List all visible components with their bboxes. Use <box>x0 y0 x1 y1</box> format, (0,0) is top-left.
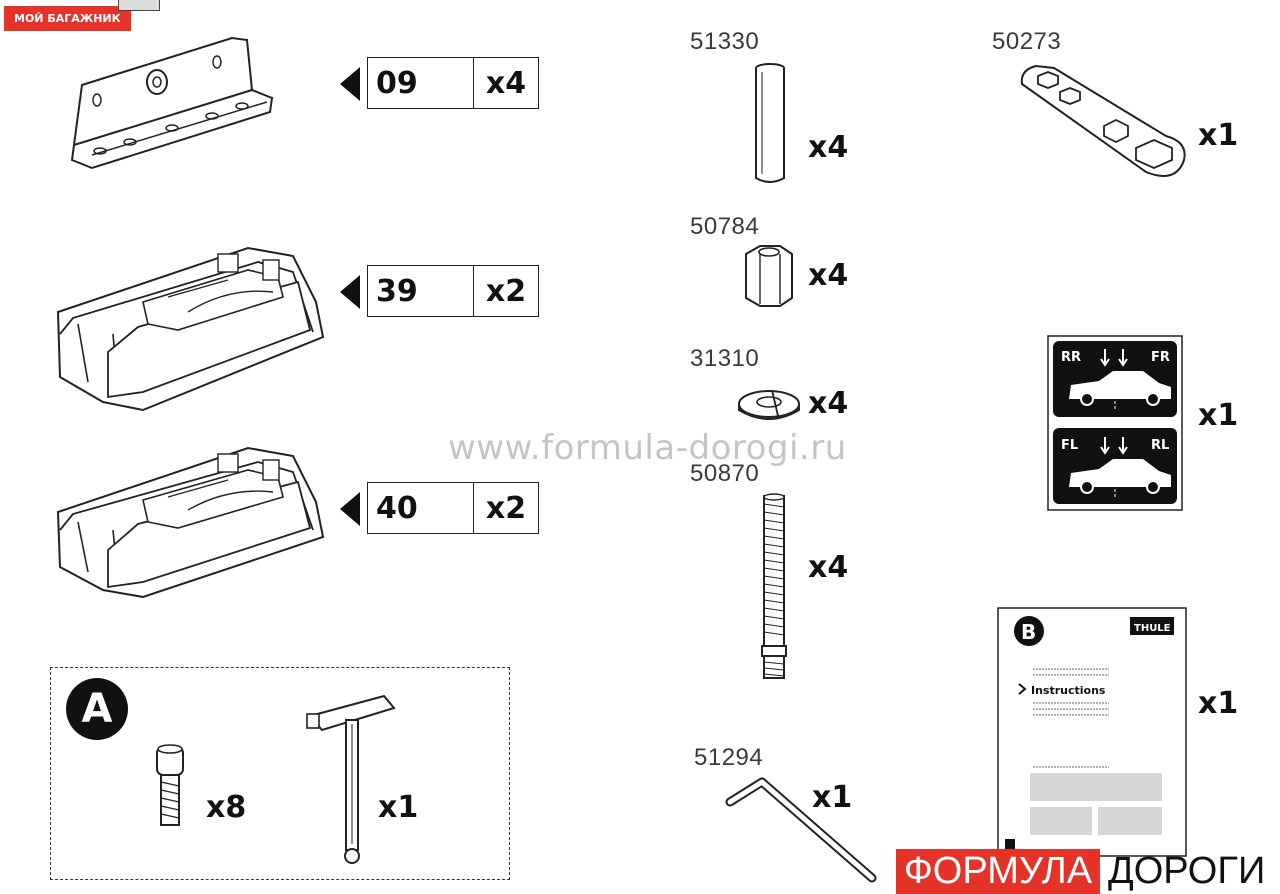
part-qty: x4 <box>808 130 849 165</box>
foot-pad-icon <box>56 246 325 412</box>
part-ref-box: 09 x4 <box>367 57 539 109</box>
part-qty: x1 <box>1198 398 1239 433</box>
socket-bolt-icon <box>156 744 184 826</box>
pointer-icon <box>340 492 360 526</box>
sticker-fr: FR <box>1151 350 1170 365</box>
part-code: 50273 <box>992 28 1062 55</box>
spacer-tube-icon <box>755 63 785 183</box>
part-ref-box: 40 x2 <box>367 482 539 534</box>
manual-title: Instructions <box>1031 684 1106 697</box>
part-code: 50870 <box>690 460 760 487</box>
instruction-manual-icon: B THULE Instructions <box>997 607 1187 857</box>
manual-letter: B <box>1021 620 1036 644</box>
part-qty: x4 <box>808 386 849 421</box>
mounting-bracket-icon <box>70 36 274 170</box>
part-code: 51330 <box>690 28 760 55</box>
wrench-plate-icon <box>1020 64 1186 177</box>
kit-a-label: A <box>66 678 128 740</box>
part-qty: x1 <box>1198 686 1239 721</box>
brand-badge: МОЙ БАГАЖНИК <box>4 6 131 31</box>
hex-nut-icon <box>745 245 793 307</box>
manual-brand: THULE <box>1134 623 1171 634</box>
part-ref-number: 40 <box>368 483 474 533</box>
part-qty: x4 <box>808 550 849 585</box>
foot-pad-icon <box>56 446 325 599</box>
part-code: 50784 <box>690 213 760 240</box>
kit-a-box <box>50 667 510 880</box>
watermark-text: www.formula-dorogi.ru <box>448 428 847 468</box>
t-hex-key-icon <box>306 694 396 864</box>
part-ref-qty: x2 <box>485 490 527 526</box>
part-ref-number: 09 <box>368 58 474 108</box>
pointer-icon <box>340 67 360 101</box>
part-ref-qty: x2 <box>485 273 527 309</box>
part-ref-box: 39 x2 <box>367 265 539 317</box>
pointer-icon <box>340 275 360 309</box>
allen-key-icon <box>725 777 877 883</box>
footer-logo-black: ДОРОГИ <box>1108 850 1266 892</box>
key-qty: x1 <box>378 790 419 825</box>
sticker-rr: RR <box>1061 350 1081 365</box>
part-qty: x1 <box>1198 118 1239 153</box>
sticker-rl: RL <box>1151 438 1169 453</box>
position-sticker-icon: RR FR FL RL <box>1047 335 1183 511</box>
part-ref-number: 39 <box>368 266 474 316</box>
part-ref-qty: x4 <box>485 65 527 101</box>
footer-logo-red: ФОРМУЛА <box>896 849 1100 894</box>
part-code: 51294 <box>694 744 764 771</box>
part-qty: x4 <box>808 258 849 293</box>
sticker-fl: FL <box>1061 438 1078 453</box>
spring-washer-icon <box>738 389 800 420</box>
part-qty: x1 <box>812 780 853 815</box>
bolt-qty: x8 <box>206 790 247 825</box>
threaded-rod-icon <box>761 493 787 679</box>
top-box-fragment <box>118 0 160 11</box>
part-code: 31310 <box>690 345 760 372</box>
